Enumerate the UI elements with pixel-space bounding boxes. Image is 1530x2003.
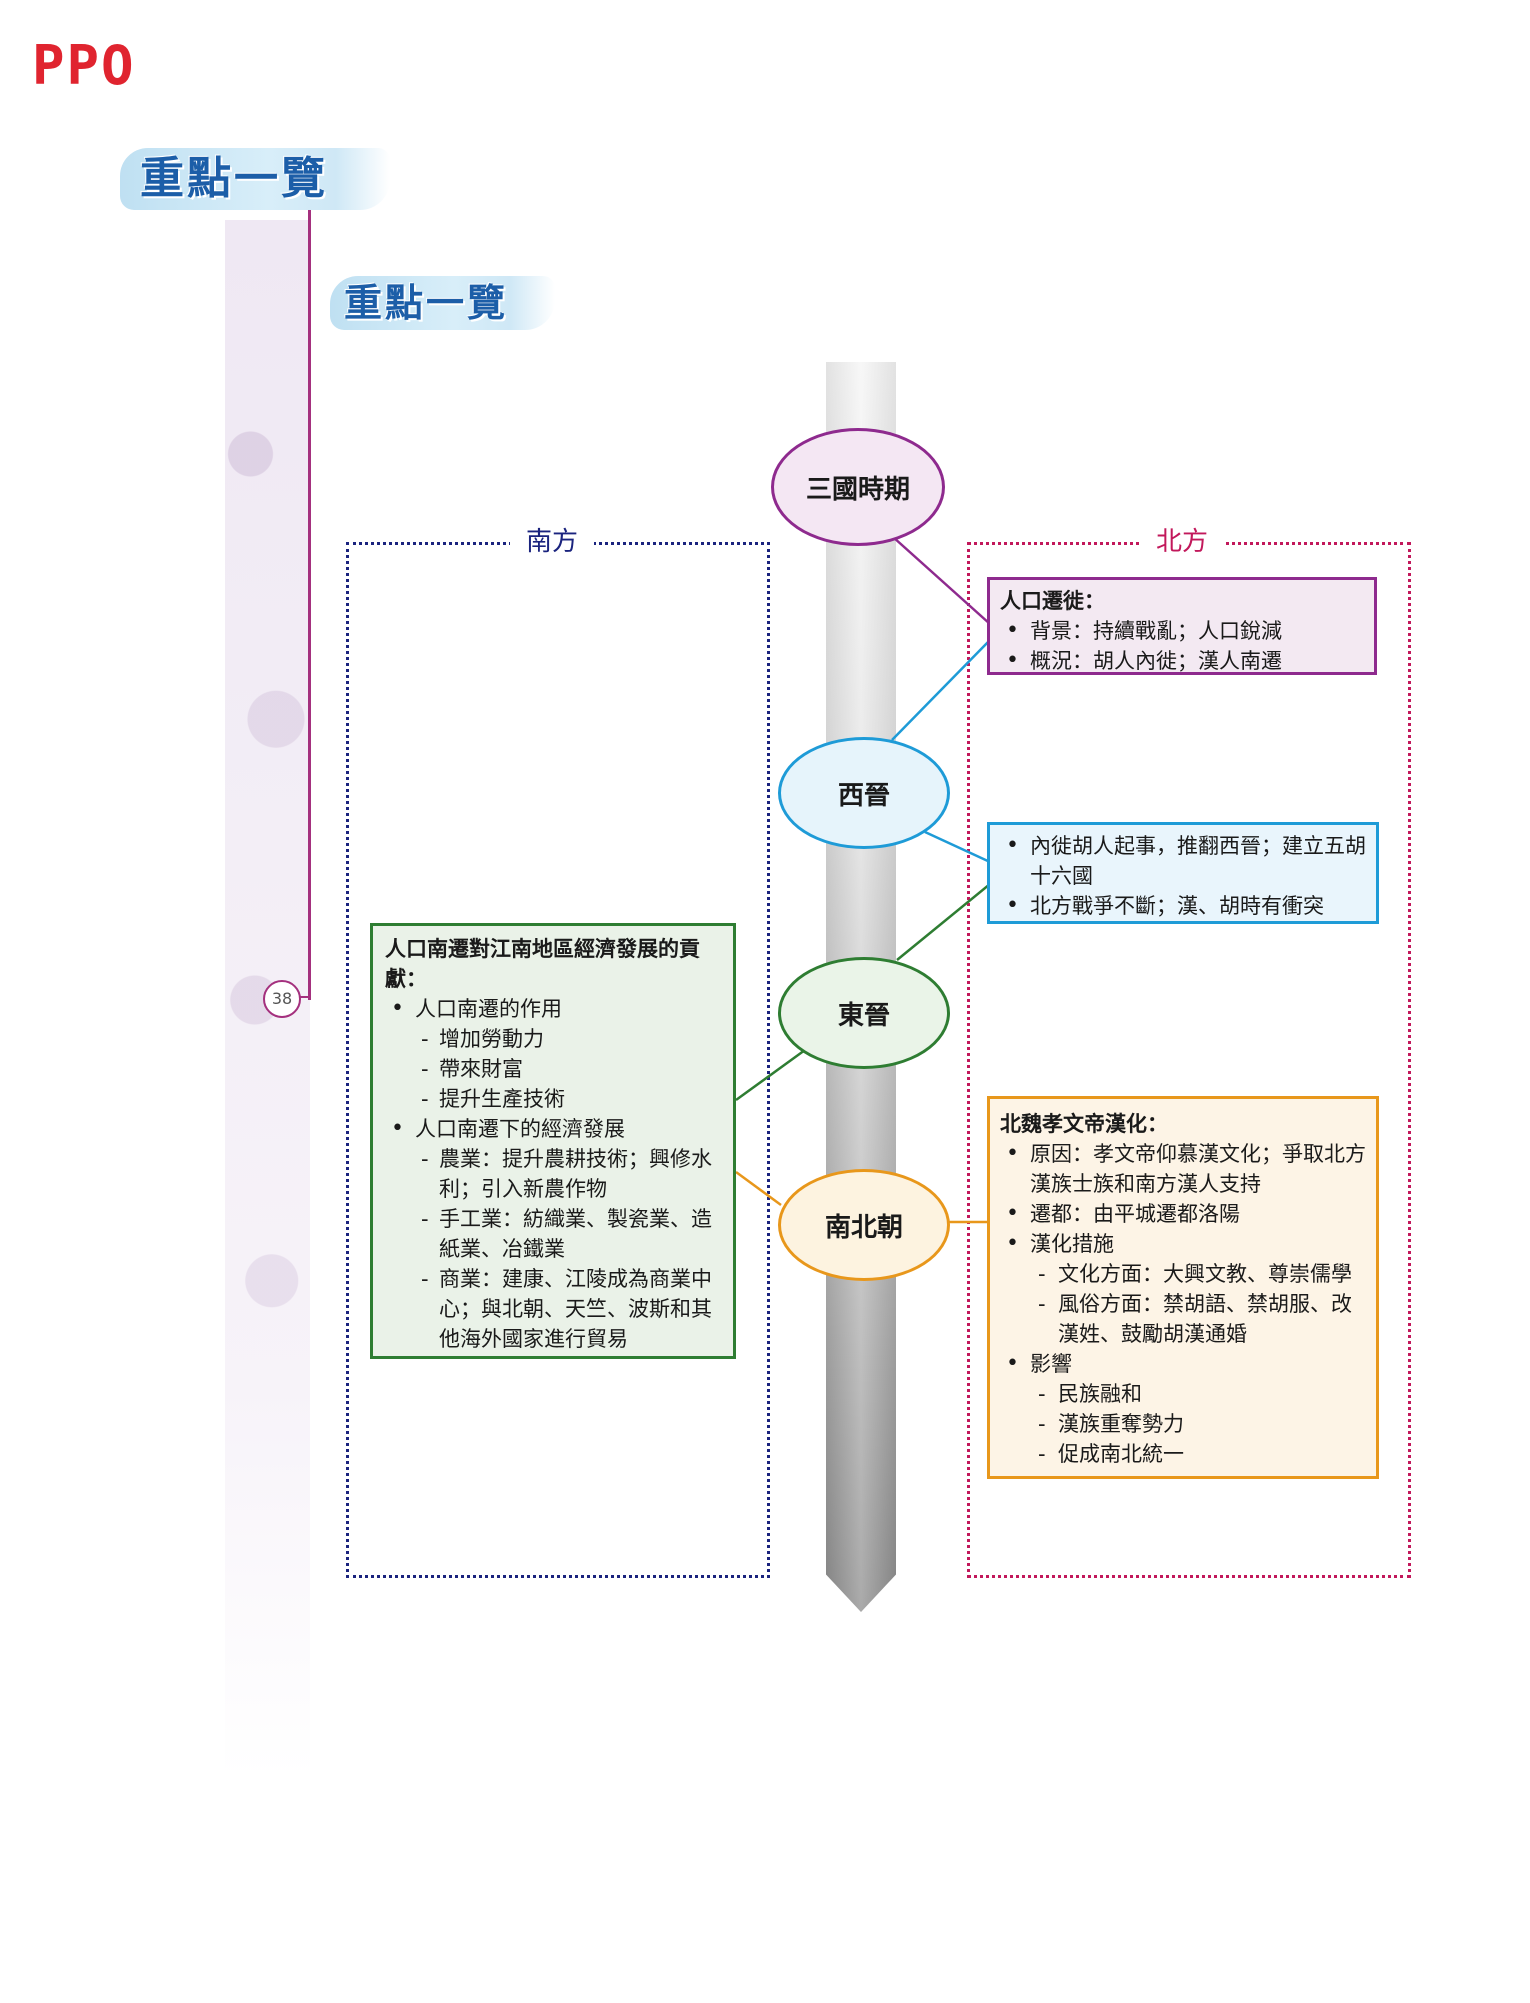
north-measure-item: 文化方面：大興文教、尊崇儒學 (1000, 1259, 1366, 1289)
connector-dongjin-south (735, 1048, 806, 1102)
timeline-node-sanguo: 三國時期 (771, 428, 945, 546)
north-impact-item: 漢族重奪勢力 (1000, 1409, 1366, 1439)
south-role-item: 帶來財富 (385, 1054, 721, 1084)
connector-nanbei-south (735, 1170, 782, 1207)
north-measure-item: 風俗方面：禁胡語、禁胡服、改漢姓、鼓勵胡漢通婚 (1000, 1289, 1366, 1349)
page-number: 38 (263, 980, 301, 1018)
connector-xijin-migration (891, 639, 991, 741)
south-dev-title: 人口南遷下的經濟發展 (385, 1114, 721, 1144)
connector-xijin-box (924, 830, 991, 864)
migration-heading: 人口遷徙： (1000, 589, 1105, 613)
south-economy-box: 人口南遷對江南地區經濟發展的貢獻： 人口南遷的作用 增加勞動力 帶來財富 提升生… (370, 923, 736, 1359)
north-sinicization-box: 北魏孝文帝漢化： 原因：孝文帝仰慕漢文化；爭取北方漢族士族和南方漢人支持 遷都：… (987, 1096, 1379, 1479)
connector-dongjin-xijinbox (896, 883, 991, 961)
page-number-tick (299, 996, 311, 998)
north-impact-title: 影響 (1000, 1349, 1366, 1379)
section-title: 重點一覽 (140, 153, 328, 204)
section-subtitle: 重點一覽 (344, 280, 509, 325)
south-dev-item: 商業：建康、江陵成為商業中心；與北朝、天竺、波斯和其他海外國家進行貿易 (385, 1264, 721, 1354)
north-sinicization-heading: 北魏孝文帝漢化： (1000, 1112, 1168, 1136)
timeline-node-xijin: 西晉 (778, 737, 950, 849)
north-measures-title: 漢化措施 (1000, 1229, 1366, 1259)
connector-sanguo-migration (892, 536, 991, 625)
xijin-item: 北方戰爭不斷；漢、胡時有衝突 (1000, 891, 1366, 921)
section-subtitle-badge: 重點一覽 (330, 276, 555, 330)
south-economy-heading: 人口南遷對江南地區經濟發展的貢獻： (385, 937, 700, 991)
section-title-badge: 重點一覽 (120, 148, 390, 210)
south-role-item: 提升生產技術 (385, 1084, 721, 1114)
north-capital: 遷都：由平城遷都洛陽 (1000, 1199, 1366, 1229)
margin-rule (308, 200, 311, 1000)
publisher-logo: PPO (32, 34, 136, 97)
south-dev-item: 手工業：紡織業、製瓷業、造紙業、冶鐵業 (385, 1204, 721, 1264)
migration-item: 概況：胡人內徙；漢人南遷 (1000, 646, 1364, 676)
migration-box: 人口遷徙： 背景：持續戰亂；人口銳減 概況：胡人內徙；漢人南遷 (987, 577, 1377, 676)
north-reason: 原因：孝文帝仰慕漢文化；爭取北方漢族士族和南方漢人支持 (1000, 1139, 1366, 1199)
north-impact-item: 促成南北統一 (1000, 1439, 1366, 1469)
timeline-node-nanbeichao: 南北朝 (778, 1169, 950, 1281)
timeline-node-dongjin: 東晉 (778, 957, 950, 1069)
north-impact-item: 民族融和 (1000, 1379, 1366, 1409)
south-region-label: 南方 (510, 527, 595, 557)
migration-item: 背景：持續戰亂；人口銳減 (1000, 616, 1364, 646)
south-role-title: 人口南遷的作用 (385, 994, 721, 1024)
xijin-item: 內徙胡人起事，推翻西晉；建立五胡十六國 (1000, 831, 1366, 891)
north-region-label: 北方 (1140, 527, 1225, 557)
xijin-box: 內徙胡人起事，推翻西晉；建立五胡十六國 北方戰爭不斷；漢、胡時有衝突 (987, 822, 1379, 924)
south-dev-item: 農業：提升農耕技術；興修水利；引入新農作物 (385, 1144, 721, 1204)
south-role-item: 增加勞動力 (385, 1024, 721, 1054)
